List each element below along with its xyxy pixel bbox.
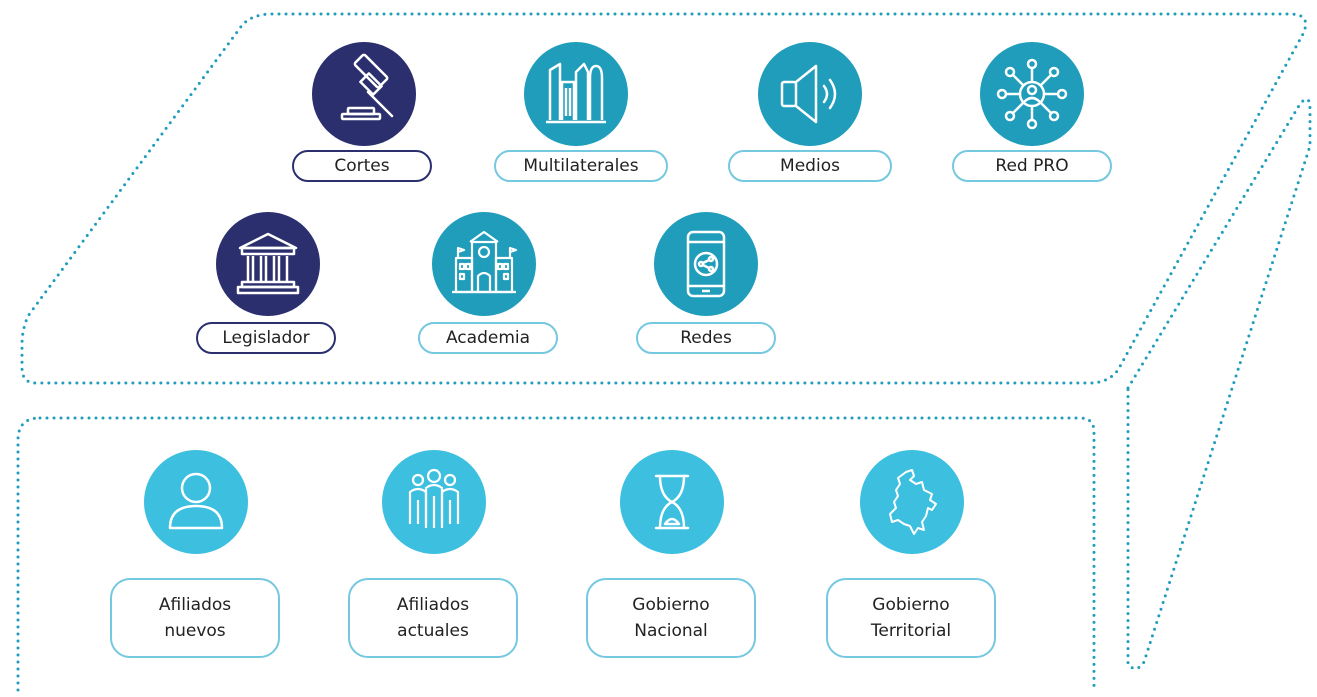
afiliados-actuales-line2: actuales	[397, 621, 469, 641]
cortes-circle	[312, 42, 416, 146]
medios-label: Medios	[728, 150, 892, 182]
group-icon	[382, 450, 486, 554]
side-panel-outline	[1128, 99, 1310, 668]
red-pro-label: Red PRO	[952, 150, 1112, 182]
gobierno-territorial-circle	[860, 450, 964, 554]
gavel-icon	[312, 42, 416, 146]
gobierno-territorial-line2: Territorial	[870, 621, 952, 641]
gobierno-nacional-line1: Gobierno	[632, 595, 710, 615]
afiliados-nuevos-circle	[144, 450, 248, 554]
hourglass-icon	[620, 450, 724, 554]
gobierno-nacional-circle	[620, 450, 724, 554]
gobierno-territorial-line1: Gobierno	[872, 595, 950, 615]
afiliados-actuales-label: Afiliados actuales	[348, 578, 518, 658]
cortes-label: Cortes	[292, 150, 432, 182]
buildings-icon	[524, 42, 628, 146]
afiliados-nuevos-line1: Afiliados	[158, 595, 232, 615]
bottom-panel-outline	[18, 418, 1094, 690]
academia-circle	[432, 212, 536, 316]
university-icon	[432, 212, 536, 316]
gobierno-nacional-label: Gobierno Nacional	[586, 578, 756, 658]
gobierno-territorial-label: Gobierno Territorial	[826, 578, 996, 658]
afiliados-nuevos-label: Afiliados nuevos	[110, 578, 280, 658]
legislador-label: Legislador	[196, 322, 336, 354]
redes-circle	[654, 212, 758, 316]
smartphone-share-icon	[654, 212, 758, 316]
redes-label: Redes	[636, 322, 776, 354]
speaker-icon	[758, 42, 862, 146]
academia-label: Academia	[418, 322, 558, 354]
afiliados-actuales-circle	[382, 450, 486, 554]
multilaterales-circle	[524, 42, 628, 146]
multilaterales-label: Multilaterales	[494, 150, 668, 182]
person-icon	[144, 450, 248, 554]
red-pro-circle	[980, 42, 1084, 146]
afiliados-nuevos-line2: nuevos	[164, 621, 226, 641]
courthouse-icon	[216, 212, 320, 316]
network-icon	[980, 42, 1084, 146]
gobierno-nacional-line2: Nacional	[634, 621, 708, 641]
legislador-circle	[216, 212, 320, 316]
colombia-map-icon	[860, 450, 964, 554]
medios-circle	[758, 42, 862, 146]
afiliados-actuales-line1: Afiliados	[396, 595, 470, 615]
